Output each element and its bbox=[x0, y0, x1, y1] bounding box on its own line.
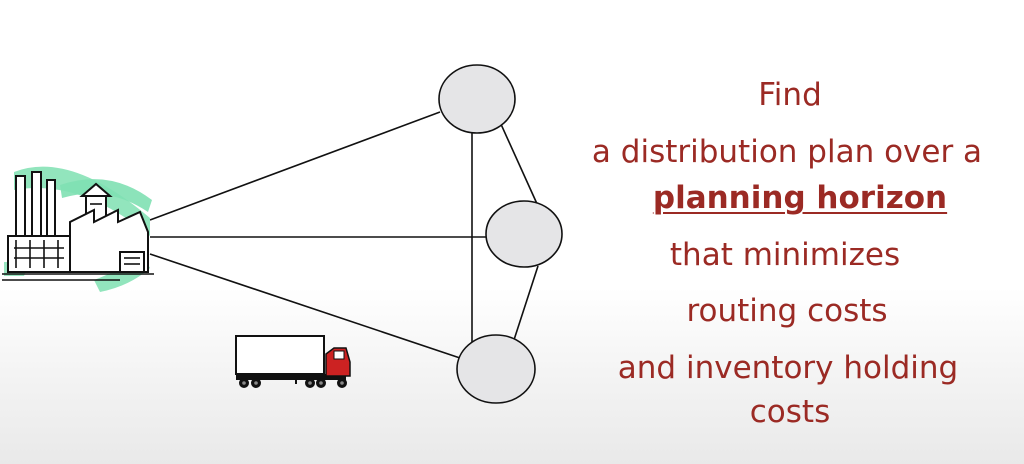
customer-node-1 bbox=[438, 64, 516, 134]
text-that-minimizes: that minimizes bbox=[669, 237, 901, 273]
edge-depot-node1 bbox=[149, 111, 441, 221]
edge-depot-node3 bbox=[149, 253, 461, 359]
customer-node-2 bbox=[485, 200, 563, 268]
text-planning-horizon: planning horizon bbox=[652, 180, 948, 216]
text-costs: costs bbox=[749, 394, 831, 430]
text-distribution-plan: a distribution plan over a bbox=[591, 134, 983, 170]
text-routing-costs: routing costs bbox=[686, 293, 888, 329]
text-inventory-holding: and inventory holding bbox=[617, 350, 959, 386]
edge-node1-node2 bbox=[499, 121, 539, 207]
truck-icon bbox=[235, 335, 351, 388]
customer-node-3 bbox=[456, 334, 536, 404]
edge-node2-node3 bbox=[511, 265, 539, 347]
text-find: Find bbox=[758, 77, 822, 113]
factory-icon bbox=[2, 166, 154, 292]
